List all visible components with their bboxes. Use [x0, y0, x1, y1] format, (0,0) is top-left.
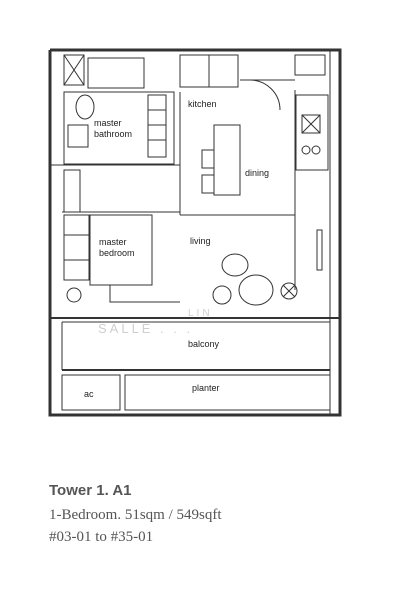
label-master-bathroom-1: master [94, 118, 122, 128]
planter-box [124, 374, 331, 411]
label-kitchen: kitchen [188, 99, 217, 109]
bed [89, 214, 153, 286]
kitchen-counter [295, 94, 329, 171]
side-table [212, 285, 232, 305]
shower-cell [63, 54, 85, 86]
sink-icon [67, 124, 89, 148]
unit-type-title: Tower 1. A1 [49, 482, 132, 499]
label-master-bedroom-1: master [99, 237, 127, 247]
label-master-bathroom-2: bathroom [94, 129, 132, 139]
label-master-bedroom-2: bedroom [99, 248, 135, 258]
lamp-icon [66, 287, 82, 303]
wardrobe [63, 169, 81, 213]
stool [201, 174, 215, 194]
armchair [221, 253, 249, 277]
bedside [63, 214, 90, 281]
bathroom-wall [63, 91, 175, 165]
watermark-line1: LIN [188, 308, 213, 319]
ac-ledge [61, 374, 121, 411]
label-ac: ac [84, 389, 94, 399]
lounge-chair [238, 274, 274, 306]
hob-icon [301, 145, 311, 155]
dining-island [213, 124, 241, 196]
shoe-cabinet [294, 54, 326, 76]
entrance-door-swing [249, 79, 281, 111]
stool [201, 149, 215, 169]
kitchen-sink-icon [301, 114, 321, 134]
outer-wall [48, 48, 342, 417]
toilet-icon [75, 94, 95, 120]
label-balcony: balcony [188, 339, 220, 349]
window-marker [316, 229, 323, 271]
bathroom-vanity [147, 94, 167, 158]
bathtub [87, 57, 145, 89]
label-dining: dining [245, 168, 269, 178]
plant-icon [280, 282, 298, 300]
label-planter: planter [192, 383, 220, 393]
label-living: living [190, 236, 211, 246]
unit-size-subtitle: 1-Bedroom. 51sqm / 549sqft [49, 507, 222, 523]
watermark-line2: SALLE . . . [98, 321, 193, 336]
unit-range: #03-01 to #35-01 [49, 529, 154, 545]
floor-plan: LIN SALLE . . . kitchen master bathroom … [48, 48, 342, 417]
